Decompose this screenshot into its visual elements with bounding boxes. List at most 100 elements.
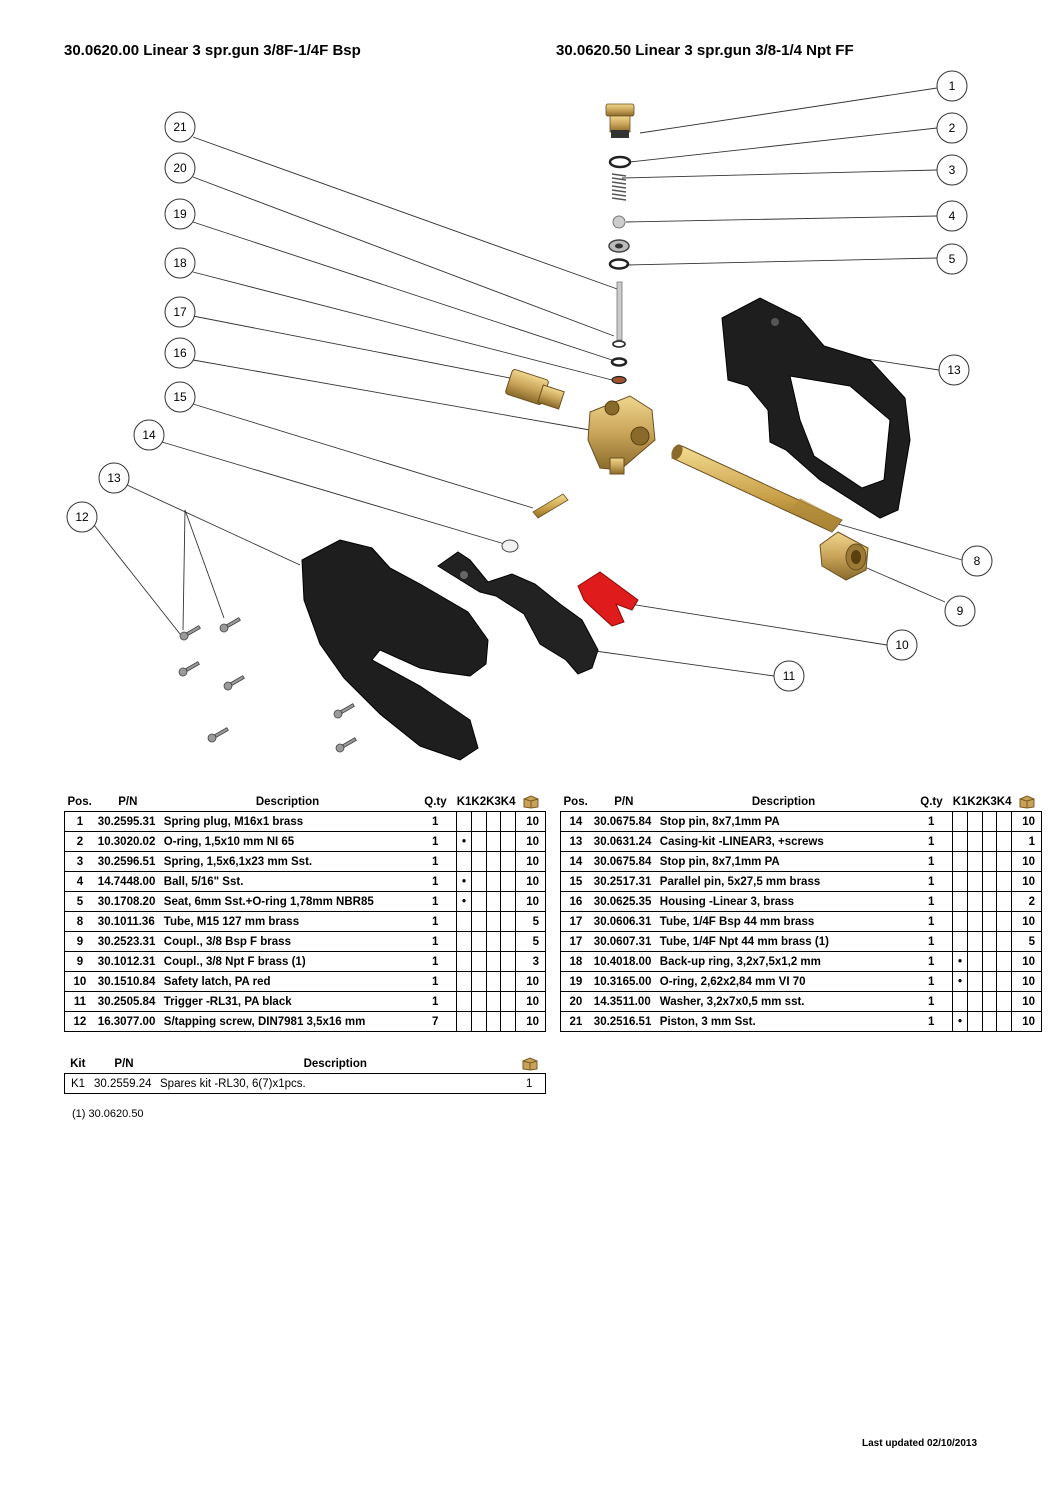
- kit-k2-mark: [470, 911, 487, 932]
- coupling-part: [819, 531, 869, 581]
- kit-k4-mark: [996, 931, 1012, 952]
- part-description: Coupl., 3/8 Bsp F brass: [160, 931, 415, 952]
- kit-k1-mark: [952, 931, 968, 952]
- part-number: 30.0607.31: [590, 931, 657, 952]
- part-number: 30.2516.51: [590, 1011, 657, 1032]
- col-k2: K2: [471, 795, 487, 808]
- kit-k3-mark: [981, 811, 997, 832]
- part-pos: 14: [560, 811, 591, 832]
- kit-k1-mark: •: [952, 1011, 968, 1032]
- part-number: 30.2505.84: [94, 991, 161, 1012]
- part-qty: 1: [910, 971, 953, 992]
- part-pos: 9: [64, 931, 95, 952]
- kit-k4-mark: [996, 871, 1012, 892]
- part-description: Tube, 1/4F Bsp 44 mm brass: [656, 911, 911, 932]
- callout-11: 11: [783, 669, 796, 683]
- pack-qty: 10: [1011, 971, 1042, 992]
- pack-qty: 5: [1011, 931, 1042, 952]
- kit-pn: 30.2559.24: [91, 1073, 157, 1094]
- pack-qty: 10: [515, 891, 546, 912]
- part-pos: 3: [64, 851, 95, 872]
- part-number: 16.3077.00: [94, 1011, 161, 1032]
- kit-k2-mark: [966, 871, 983, 892]
- part-pos: 8: [64, 911, 95, 932]
- kit-k2-mark: [966, 831, 983, 852]
- col-k4: K4: [996, 795, 1012, 808]
- part-qty: 1: [414, 851, 457, 872]
- leader-lines: [93, 87, 963, 677]
- col-k1: K1: [952, 795, 968, 808]
- part-description: Casing-kit -LINEAR3, +screws: [656, 831, 911, 852]
- part-pos: 2: [64, 831, 95, 852]
- callout-19: 19: [173, 207, 187, 221]
- pack-qty: 10: [515, 871, 546, 892]
- col-description: Description: [255, 795, 320, 808]
- part-number: 30.0631.24: [590, 831, 657, 852]
- kit-k1-mark: [952, 991, 968, 1012]
- part-description: Piston, 3 mm Sst.: [656, 1011, 911, 1032]
- piston-part: [616, 281, 623, 341]
- kit-k4-mark: [500, 951, 516, 972]
- callout-5: 5: [949, 252, 956, 266]
- pack-qty: 10: [1011, 871, 1042, 892]
- part-qty: 1: [414, 931, 457, 952]
- callout-14: 14: [142, 428, 156, 442]
- left-title: 30.0620.00 Linear 3 spr.gun 3/8F-1/4F Bs…: [64, 42, 361, 59]
- kit-k4-mark: [500, 871, 516, 892]
- callout-18: 18: [173, 256, 187, 270]
- kit-k2-mark: [470, 831, 487, 852]
- kit-k2-mark: [966, 911, 983, 932]
- kit-k4-mark: [996, 811, 1012, 832]
- kit-k4-mark: [500, 911, 516, 932]
- part-number: 10.4018.00: [590, 951, 657, 972]
- part-number: 14.3511.00: [590, 991, 657, 1012]
- box-icon: [522, 1056, 537, 1071]
- col-k3: K3: [486, 795, 501, 808]
- kit-k1-mark: •: [952, 971, 968, 992]
- kit-k4-mark: [500, 971, 516, 992]
- kit-k3-mark: [981, 891, 997, 912]
- part-number: 30.1510.84: [94, 971, 161, 992]
- box-icon: [1019, 794, 1034, 809]
- kit-k3-mark: [485, 1011, 501, 1032]
- part-description: S/tapping screw, DIN7981 3,5x16 mm: [160, 1011, 415, 1032]
- part-pos: 11: [64, 991, 95, 1012]
- box-icon: [523, 794, 538, 809]
- pack-qty: 10: [1011, 911, 1042, 932]
- kit-k3-mark: [485, 851, 501, 872]
- col-pos: Pos.: [67, 795, 92, 808]
- kit-k3-mark: [485, 871, 501, 892]
- o-ring-small-part: [610, 357, 628, 367]
- part-qty: 1: [910, 951, 953, 972]
- kit-k2-mark: [966, 951, 983, 972]
- part-pos: 5: [64, 891, 95, 912]
- part-description: Housing -Linear 3, brass: [656, 891, 911, 912]
- part-number: 14.7448.00: [94, 871, 161, 892]
- kit-k2-mark: [470, 931, 487, 952]
- kit-k2-mark: [470, 851, 487, 872]
- pack-qty: 10: [515, 851, 546, 872]
- kit-k4-mark: [500, 831, 516, 852]
- kit-k4-mark: [500, 991, 516, 1012]
- kit-k2-mark: [966, 1011, 983, 1032]
- kit-k3-mark: [485, 811, 501, 832]
- callout-20: 20: [173, 161, 187, 175]
- part-qty: 1: [414, 951, 457, 972]
- backup-ring-part: [611, 375, 627, 385]
- kit-k3-mark: [485, 931, 501, 952]
- col-pack: [1012, 792, 1042, 812]
- part-pos: 17: [560, 911, 591, 932]
- col-k2: K2: [967, 795, 983, 808]
- last-updated: Last updated 02/10/2013: [862, 1438, 978, 1449]
- part-number: 30.0625.35: [590, 891, 657, 912]
- kit-k2-mark: [966, 811, 983, 832]
- kit-k3-mark: [485, 911, 501, 932]
- part-qty: 1: [910, 1011, 953, 1032]
